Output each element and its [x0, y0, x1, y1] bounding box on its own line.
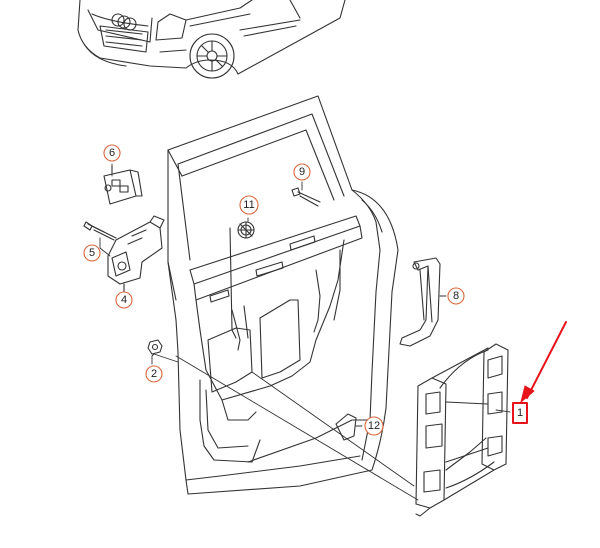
vehicle-illustration	[77, 0, 346, 79]
part-8-guide-rail	[399, 257, 441, 347]
callout-1: 1	[512, 402, 528, 424]
callout-11: 11	[239, 195, 259, 215]
callout-12: 12	[364, 416, 384, 436]
callout-9: 9	[293, 163, 311, 181]
part-5-bolt	[83, 221, 117, 241]
svg-text:11: 11	[243, 199, 254, 211]
svg-text:8: 8	[453, 290, 459, 302]
part-4-motor	[107, 215, 165, 293]
rear-door-panel	[167, 95, 399, 495]
svg-text:4: 4	[121, 294, 127, 306]
callout-5: 5	[83, 244, 101, 262]
callout-4: 4	[115, 291, 133, 309]
svg-text:5: 5	[89, 247, 95, 259]
part-12-pad	[335, 413, 357, 441]
callout-6: 6	[103, 144, 121, 162]
part-11-grommet	[237, 221, 255, 239]
callout-2: 2	[145, 365, 163, 383]
svg-text:9: 9	[299, 166, 305, 178]
svg-text:12: 12	[368, 420, 380, 432]
callouts: 6 5 4 9 11 2 8 12	[83, 144, 528, 436]
part-6-bracket	[103, 165, 143, 205]
part-2-nut	[147, 339, 163, 355]
svg-text:2: 2	[151, 368, 157, 380]
callout-8: 8	[447, 287, 465, 305]
highlight-arrow	[520, 321, 567, 403]
part-1-window-regulator	[415, 343, 509, 517]
svg-text:6: 6	[109, 147, 115, 159]
leader-lines	[99, 163, 511, 501]
part-9-bolt	[291, 187, 321, 207]
svg-text:1: 1	[517, 407, 523, 419]
